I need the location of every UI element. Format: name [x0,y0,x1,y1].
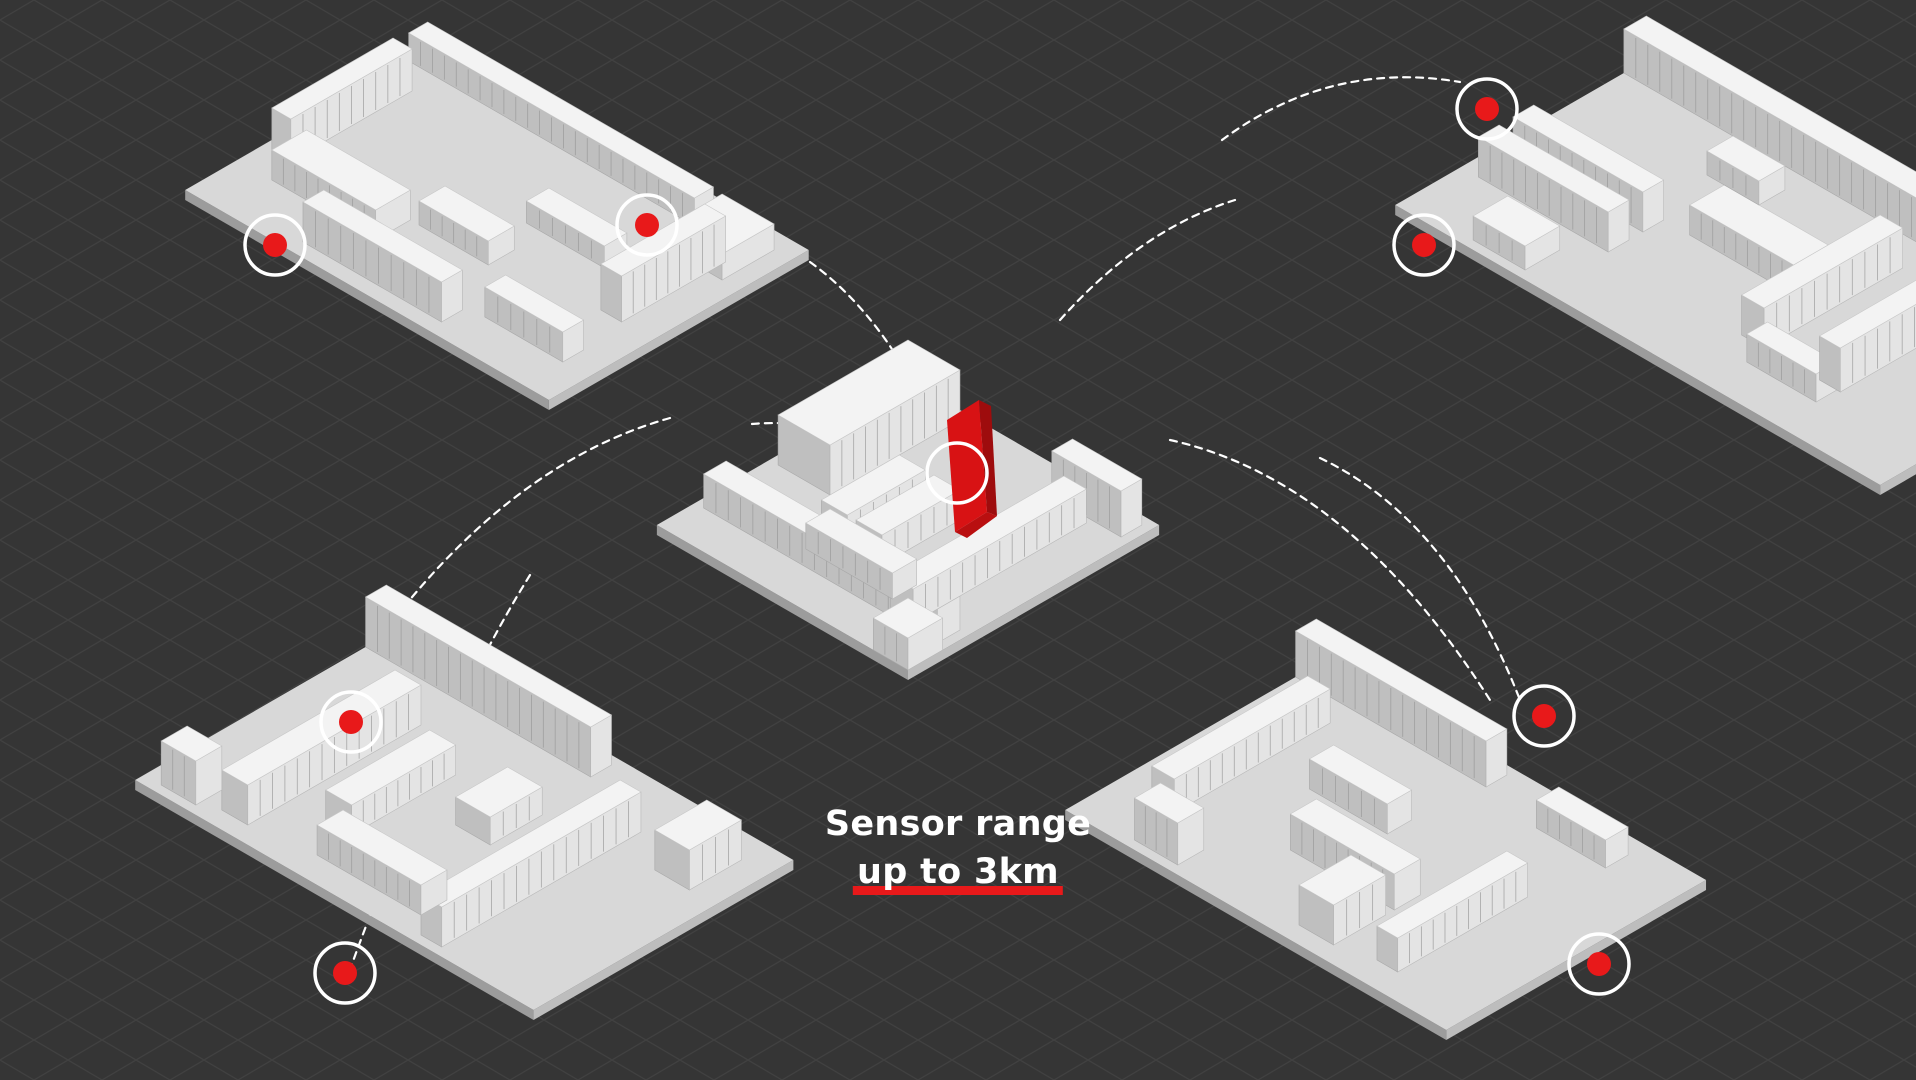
range-arc-icon [1168,438,1492,702]
store-center-hub-fixture-6-top [805,508,918,574]
range-arc-icon [393,416,672,620]
store-top-left-fixture-5-top [525,187,628,247]
store-top-right-floor-right [1880,464,1916,495]
sensor-dot [1532,704,1556,728]
range-arc-icon [808,260,942,442]
sensor-ring [925,441,989,505]
store-bottom-left-fixture-5-top [316,809,448,886]
hub-device-icon [947,400,997,538]
store-top-left-fixture-3-top [271,129,411,211]
store-top-right [1395,15,1916,495]
sensor-ring [1512,684,1576,748]
store-top-left-fixture-1-top [271,37,413,120]
store-top-right-fixture-8-top [1818,279,1916,349]
store-top-right-fixture-6-top [1706,135,1786,182]
store-bottom-right-fixture-0-top [1294,618,1508,742]
store-top-left-floor-right [548,250,809,410]
sensor-ring [243,213,307,277]
stores-layer [135,15,1916,1040]
sensor-marker-icon [1392,213,1456,277]
sensor-marker-icon [615,193,679,257]
sensor-dot [635,213,659,237]
sensor-markers [243,77,1631,1005]
store-top-right-fixture-0-side-left [1623,28,1916,243]
store-top-right-floor-left [1395,205,1881,495]
sensor-marker-icon [319,690,383,754]
hub-device-body [947,400,987,532]
store-bottom-left-fixture-6-top [654,799,743,851]
store-bottom-left-fixture-2-top [325,729,457,806]
range-arc-icon [1058,198,1237,322]
store-bottom-right [1065,618,1707,1040]
store-top-left-fixture-7-top [600,203,727,277]
store-center-hub-fixture-4-top [820,454,926,516]
sensor-ring [319,690,383,754]
store-bottom-left-fixture-0-top [364,584,613,728]
store-top-left-fixture-4-top [418,185,515,242]
store-bottom-right-fixture-3-top [1289,798,1421,875]
sensor-dot [1475,97,1499,121]
sensor-marker-icon [925,441,989,505]
store-bottom-right-fixture-6-top [1298,854,1387,906]
store-center-hub [656,339,1160,680]
sensor-marker-icon [1567,932,1631,996]
store-top-right-fixture-4-top [1740,214,1904,309]
store-bottom-right-floor-right [1446,880,1707,1040]
sensor-marker-icon [313,941,377,1005]
store-center-hub-fixture-3-top [890,475,1087,590]
hub-device-base [955,512,997,538]
store-bottom-right-fixture-2-top [1308,744,1413,805]
range-arc-icon [1220,76,1462,142]
store-bottom-left-floor-right [533,860,794,1020]
store-top-right-fixture-2-top [1477,124,1630,213]
store-bottom-left-floor-left [135,780,534,1020]
store-bottom-right-fixture-5-top [1376,850,1529,939]
sensor-ring [1392,213,1456,277]
store-bottom-right-fixture-4-top [1535,786,1629,841]
store-bottom-left-fixture-3-top [455,766,543,818]
store-bottom-left [135,584,794,1020]
range-arc-icon [1318,456,1522,702]
sensor-dot [263,233,287,257]
caption-line-1: Sensor range [824,804,1092,844]
sensor-marker-icon [243,213,307,277]
store-top-left-fixture-8-top [302,189,463,283]
store-center-hub-fixture-0-top [777,339,961,446]
sensor-marker-icon [1512,684,1576,748]
store-top-right-fixture-0-top [1623,15,1916,199]
sensor-range-caption: Sensor range up to 3km [825,800,1091,896]
caption-line-2-wrap: up to 3km [853,848,1063,896]
store-bottom-right-fixture-1-top [1151,675,1331,780]
sensor-ring [1455,77,1519,141]
hub-device-side [979,400,997,516]
sensor-ring [615,193,679,257]
sensor-ring [1567,932,1631,996]
store-top-right-fixture-7-top [1472,195,1561,247]
store-top-left-fixture-0-top [408,21,715,199]
store-center-hub-floor-left [656,525,908,680]
store-top-right-fixture-1-top [1512,104,1665,193]
store-top-left-fixture-6-top [484,274,585,333]
store-center-hub-floor-right [908,525,1160,680]
store-bottom-right-fixture-7-top [1133,782,1205,824]
caption-line-2: up to 3km [857,852,1059,892]
store-bottom-left-fixture-7-top [160,725,223,762]
sensor-dot [333,961,357,985]
store-top-right-fixture-5-top [1746,321,1838,375]
store-bottom-right-floor-left [1065,810,1447,1040]
sensor-dot [1587,952,1611,976]
sensor-marker-icon [1455,77,1519,141]
store-center-hub-fixture-1-top [1051,438,1143,492]
store-bottom-left-fixture-4-top [420,779,642,908]
sensor-dot [1412,233,1436,257]
store-center-hub-fixture-7-top [872,597,944,639]
sensor-ring [313,941,377,1005]
sensor-dot [339,710,363,734]
